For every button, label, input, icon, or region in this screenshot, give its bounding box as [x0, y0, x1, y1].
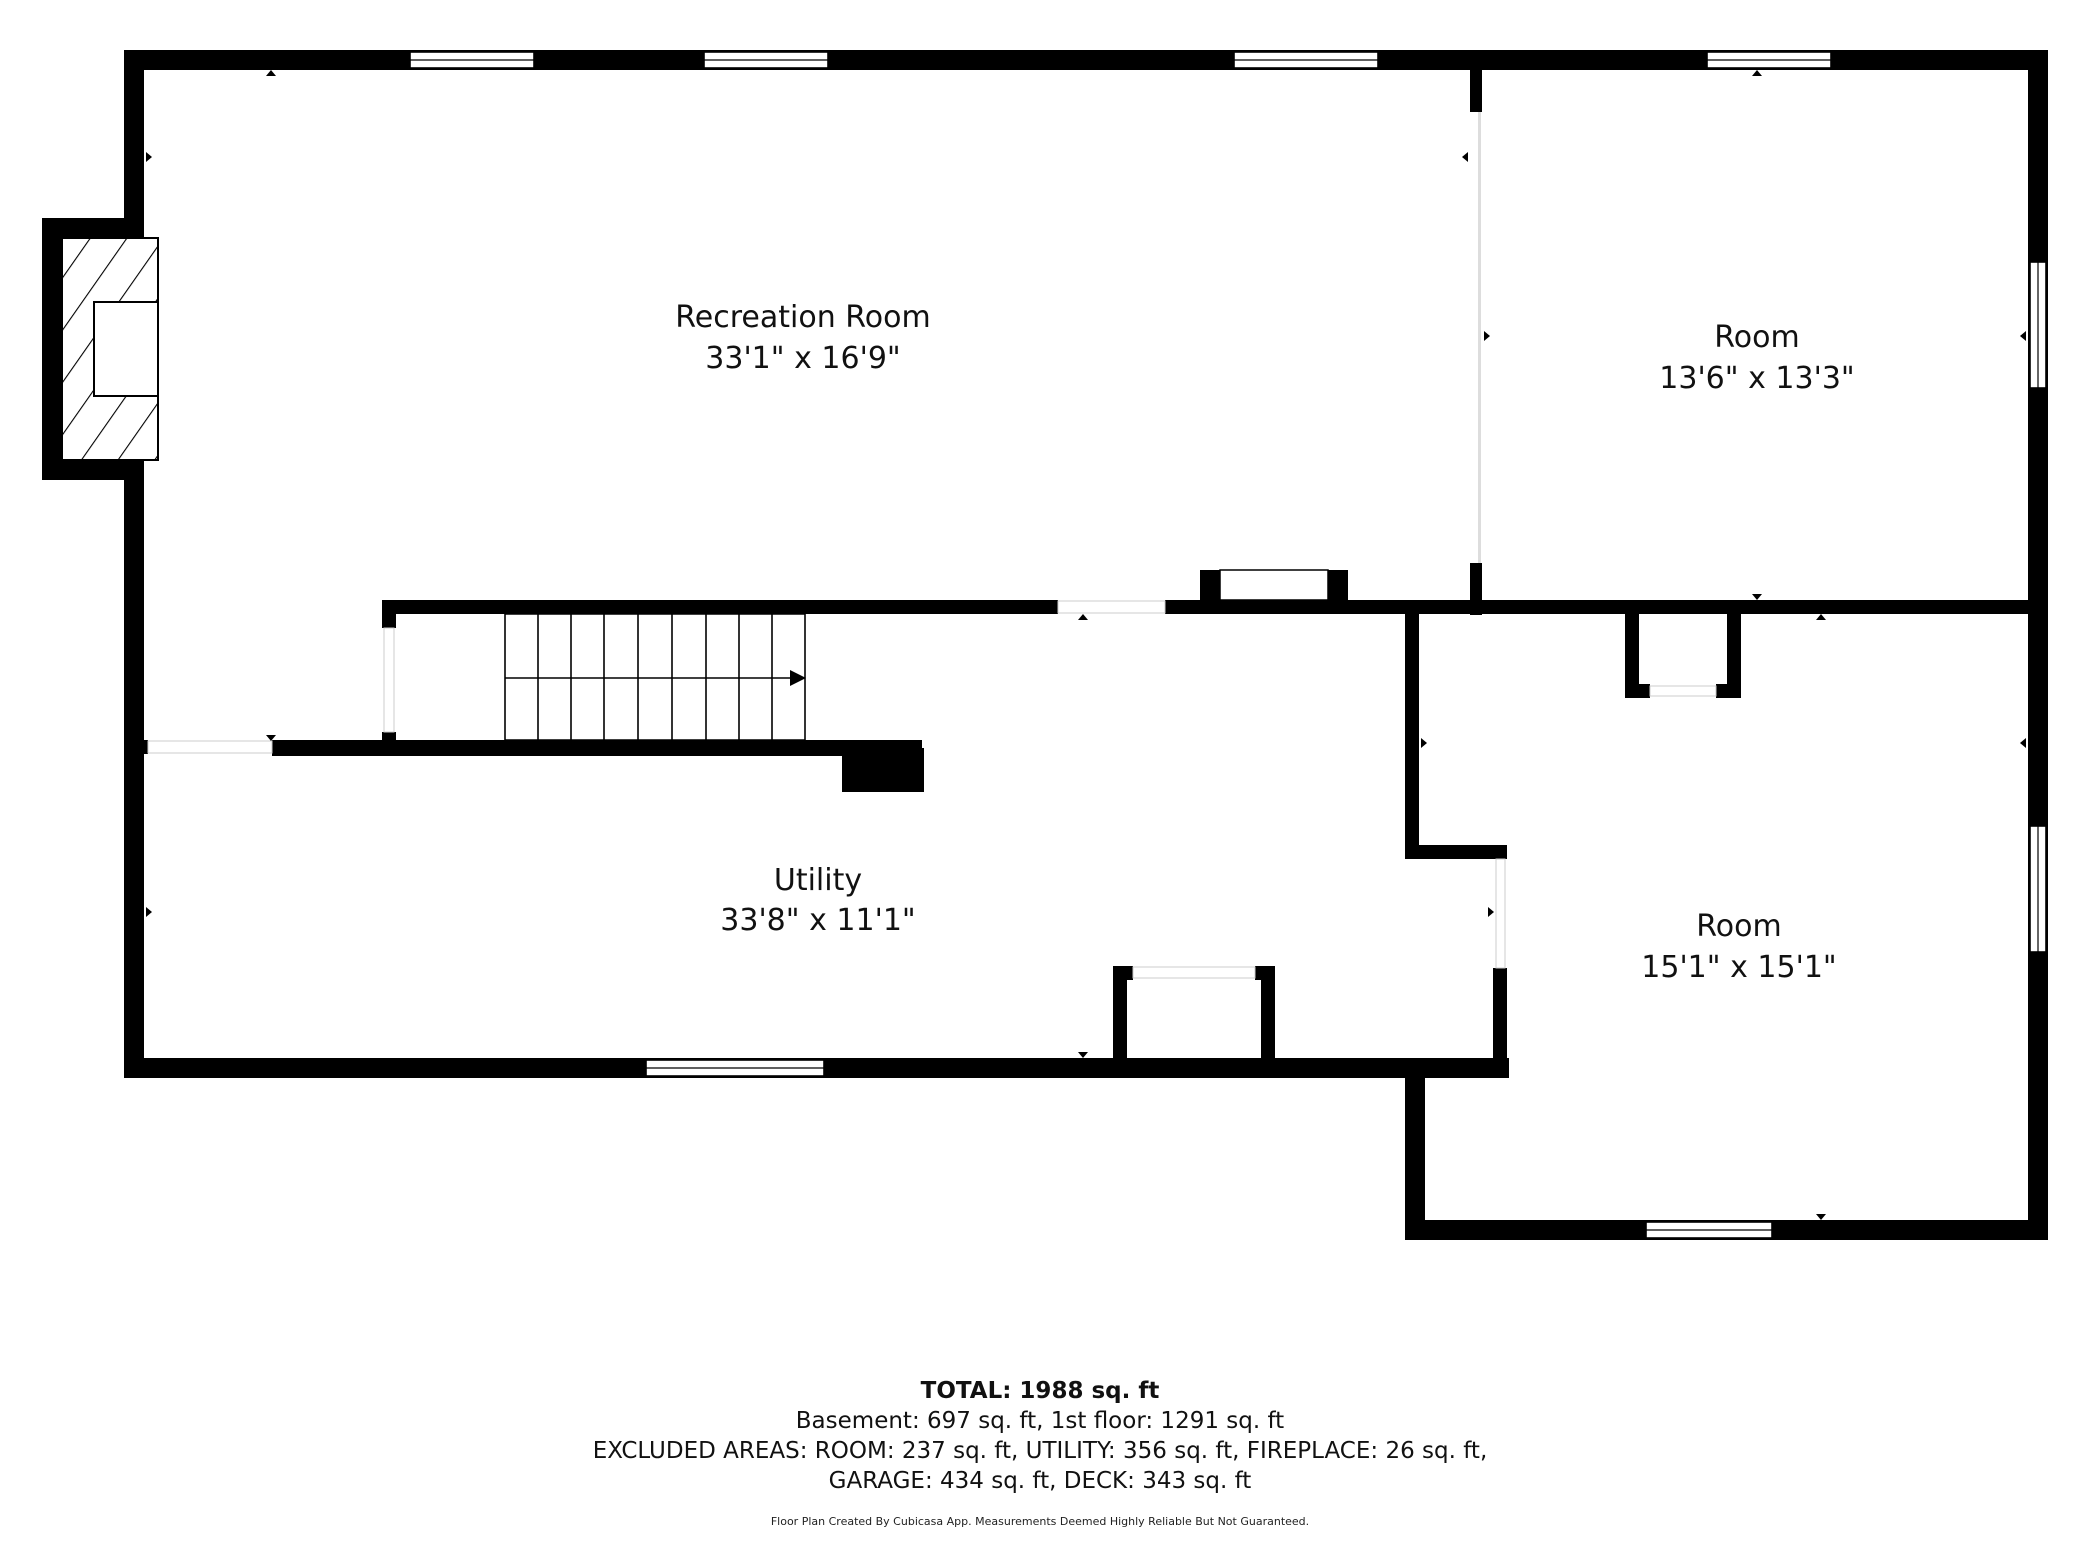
wall-utility-lower-room-top	[1405, 608, 1419, 858]
exterior-wall-top	[124, 50, 2048, 70]
utility-closet-top-left	[1113, 966, 1133, 980]
window-bottom-1	[645, 1059, 825, 1077]
closet-lower-left	[1625, 608, 1639, 698]
door-rec-to-utility	[1057, 600, 1166, 614]
wall-middle-right	[1165, 600, 2040, 614]
closet-lower-bottom-left	[1625, 684, 1650, 698]
stair-wall-left	[382, 600, 396, 628]
total-area: TOTAL: 1988 sq. ft	[920, 1378, 1160, 1404]
closet-lower-right	[1727, 608, 1741, 698]
closet-lower-bottom-right	[1716, 684, 1741, 698]
utility-column	[842, 748, 924, 792]
utility-closet-right	[1261, 966, 1275, 1070]
wall-utility-lower-room-jog	[1405, 845, 1507, 859]
staircase-icon	[504, 613, 806, 741]
closet-top-opening	[1219, 569, 1329, 601]
footer-disclaimer: Floor Plan Created By Cubicasa App. Meas…	[770, 1515, 1310, 1528]
wall-lower-room-left-outer	[1405, 1070, 1425, 1240]
utility-closet-left	[1113, 966, 1127, 1070]
exterior-wall-right	[2028, 50, 2048, 1240]
room-name-lower: Room	[1696, 909, 1781, 944]
wall-rec-room-divider-top	[1470, 60, 1482, 112]
area-summary: TOTAL: 1988 sq. ft Basement: 697 sq. ft,…	[0, 1376, 2080, 1496]
window-right-1	[2029, 261, 2047, 389]
door-utility-lower-room	[1495, 858, 1506, 969]
door-left-hall	[147, 740, 273, 754]
window-bottom-2	[1645, 1221, 1773, 1239]
window-top-2	[703, 51, 829, 69]
utility-closet-top-right	[1255, 966, 1275, 980]
stair-wall-bottom	[272, 740, 922, 756]
left-wall-stub	[124, 740, 148, 754]
fireplace-icon	[42, 218, 159, 480]
utility-closet-door	[1132, 966, 1256, 979]
excluded-areas-line-1: EXCLUDED AREAS: ROOM: 237 sq. ft, UTILIT…	[592, 1438, 1488, 1464]
exterior-wall-left-lower	[124, 472, 144, 1078]
excluded-areas-line-2: GARAGE: 434 sq. ft, DECK: 343 sq. ft	[828, 1468, 1252, 1494]
wall-middle-left	[382, 600, 1058, 614]
window-top-1	[409, 51, 535, 69]
room-dims-recreation: 33'1" x 16'9"	[705, 341, 900, 376]
room-name-upper: Room	[1714, 320, 1799, 355]
room-dims-lower: 15'1" x 15'1"	[1641, 950, 1836, 985]
room-name-recreation: Recreation Room	[675, 300, 930, 335]
window-top-4	[1706, 51, 1832, 69]
room-dims-upper: 13'6" x 13'3"	[1659, 361, 1854, 396]
window-top-3	[1233, 51, 1379, 69]
room-dims-utility: 33'8" x 11'1"	[720, 903, 915, 938]
exterior-wall-left-upper	[124, 50, 144, 222]
door-stair	[383, 627, 395, 733]
opening-rec-to-room	[1478, 112, 1481, 563]
floor-areas: Basement: 697 sq. ft, 1st floor: 1291 sq…	[795, 1408, 1285, 1434]
wall-utility-right-lower	[1493, 968, 1507, 1070]
dimension-markers	[146, 70, 2026, 1220]
closet-lower-door	[1649, 685, 1717, 697]
window-right-2	[2029, 825, 2047, 953]
room-name-utility: Utility	[774, 863, 862, 898]
